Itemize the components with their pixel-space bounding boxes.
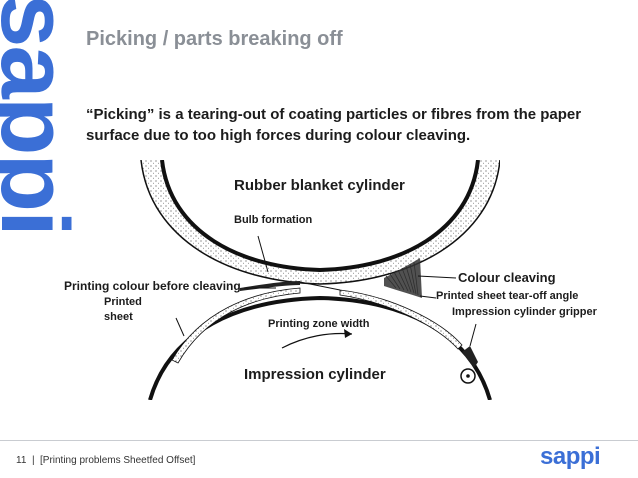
label-rubber-blanket: Rubber blanket cylinder: [234, 177, 405, 194]
rubber-blanket-layer: [141, 160, 500, 284]
rubber-blanket-outer-edge: [140, 160, 500, 285]
printing-zone-marker: [299, 281, 341, 291]
intro-text: “Picking” is a tearing-out of coating pa…: [86, 106, 582, 144]
impression-cylinder-edge: [148, 295, 492, 400]
footer-separator: |: [32, 455, 35, 466]
label-printed-sheet: Printed sheet: [104, 296, 142, 323]
label-gripper: Impression cylinder gripper: [452, 306, 597, 318]
label-bulb-formation: Bulb formation: [234, 214, 313, 226]
label-printing-colour: Printing colour before cleaving: [64, 279, 241, 293]
footer-divider: [0, 440, 638, 441]
printed-sheet-band: [171, 287, 301, 364]
label-printing-zone: Printing zone width: [268, 318, 370, 330]
slide-title: Picking / parts breaking off: [86, 28, 343, 50]
printed-sheet-after-nip: [339, 289, 463, 350]
gripper-leader: [469, 323, 477, 347]
gripper-jaw: [462, 346, 478, 368]
footer-title: [Printing problems Sheetfed Offset]: [40, 455, 196, 466]
label-tear-off-angle: Printed sheet tear-off angle: [436, 290, 579, 302]
rotation-arrowhead: [344, 329, 352, 338]
cleaving-wedge: [384, 258, 422, 298]
colour-cleaving-leader: [417, 275, 457, 279]
label-colour-cleaving: Colour cleaving: [458, 270, 556, 285]
rubber-cylinder-inner-edge: [160, 160, 480, 273]
page-number: 11: [16, 455, 27, 466]
bulb-formation-leader: [257, 235, 269, 273]
gripper-center: [466, 374, 470, 378]
printed-sheet-leader: [175, 317, 185, 337]
label-impression-cylinder: Impression cylinder: [244, 366, 386, 383]
rotation-arrow: [281, 332, 353, 349]
tear-off-angle-leader: [419, 295, 437, 299]
sappi-logo: sappi: [540, 443, 601, 470]
